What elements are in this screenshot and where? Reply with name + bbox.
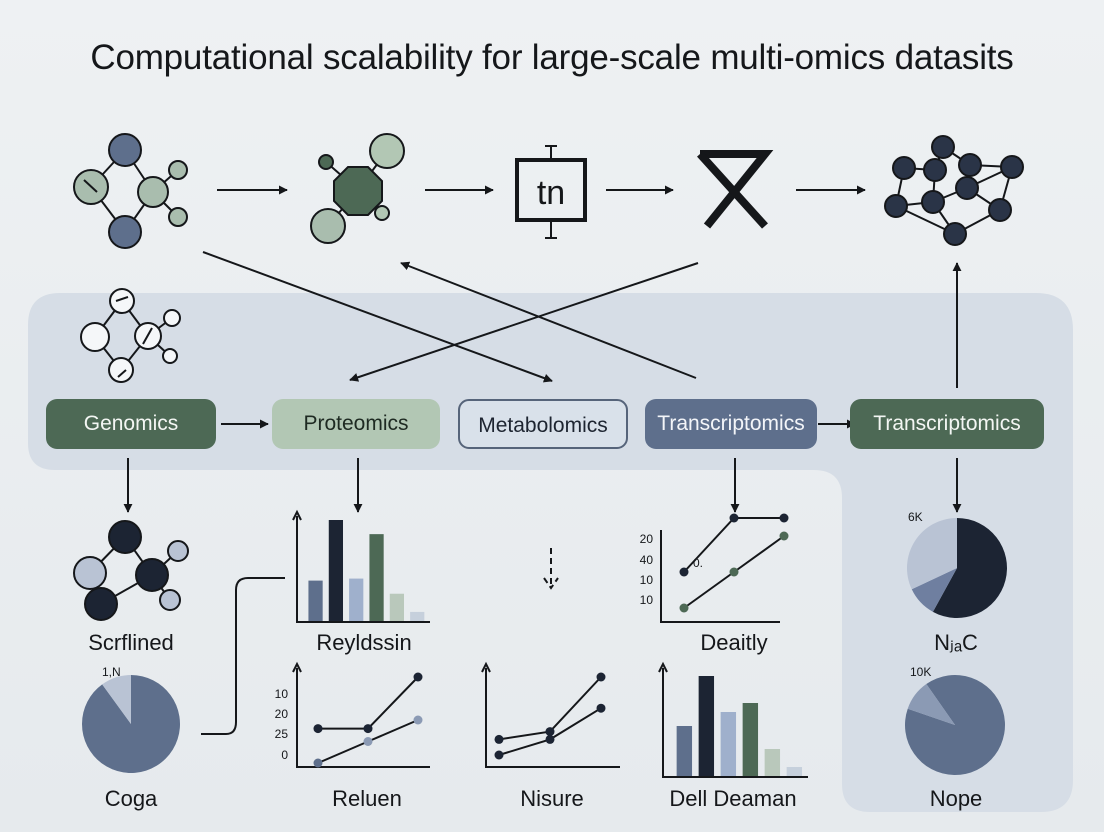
deaitly-point-2-2 xyxy=(729,567,739,577)
njsc-slice-1 xyxy=(932,518,1007,618)
dell-deaman-bar-3 xyxy=(720,712,737,776)
nope-slice-1 xyxy=(904,675,1005,775)
reyldssin-bar-2 xyxy=(328,520,344,621)
cross-icon xyxy=(697,150,774,229)
charts-layer xyxy=(81,513,1007,776)
reluen-tick-4: 0 xyxy=(281,748,288,762)
reyldssin-label: Reyldssin xyxy=(316,630,412,655)
deaitly-tick-3: 10 xyxy=(639,573,653,587)
network-icon-1 xyxy=(73,133,188,249)
deaitly-point-2-3 xyxy=(779,531,789,541)
reluen-tick-2: 20 xyxy=(274,707,288,721)
njsc-pie-label: 6K xyxy=(908,510,923,524)
nisure-point-1-2 xyxy=(545,727,555,737)
genomics-node: Genomics xyxy=(46,399,216,449)
transcriptomics-node-1: Transcriptomics xyxy=(645,399,817,449)
njsc-label: NⱼₐC xyxy=(934,630,978,655)
deaitly-tick-1: 20 xyxy=(639,532,653,546)
coga-slice-1 xyxy=(81,675,180,773)
reluen-tick-3: 25 xyxy=(274,727,288,741)
njsc-slice-2 xyxy=(911,568,957,612)
reyldssin-bar-5 xyxy=(389,593,405,621)
dell-deaman-bar-4 xyxy=(742,703,759,776)
transcriptomics-node-2: Transcriptomics xyxy=(850,399,1044,449)
deaitly-note: 0. xyxy=(693,556,704,570)
nisure-point-2-1 xyxy=(494,750,504,760)
nope-pie-label: 10K xyxy=(910,665,932,679)
deaitly-point-1-3 xyxy=(779,513,789,523)
outline-network-icon xyxy=(80,288,181,383)
reyldssin-bar-3 xyxy=(349,578,364,621)
deaitly-tick-4: 10 xyxy=(639,593,653,607)
reluen-line-1 xyxy=(318,676,419,730)
deaitly-label: Deaitly xyxy=(700,630,768,655)
deaitly-tick-2: 40 xyxy=(639,553,653,567)
deaitly-point-2-1 xyxy=(679,603,689,613)
reluen-point-1-2 xyxy=(363,724,373,734)
reluen-tick-1: 10 xyxy=(274,687,288,701)
scrflined-label: Scrflined xyxy=(88,630,174,655)
reyldssin-bar-1 xyxy=(308,580,323,621)
reyldssin-bar-6 xyxy=(410,611,425,621)
deaitly-point-1-1 xyxy=(679,567,689,577)
reluen-point-1-3 xyxy=(413,672,423,682)
network-icon-5 xyxy=(884,135,1024,246)
page-title: Computational scalability for large-scal… xyxy=(90,38,1014,77)
nope-label: Nope xyxy=(929,786,983,811)
nisure-point-1-1 xyxy=(494,734,504,744)
transform-box-label: tn xyxy=(537,174,565,212)
dell-deaman-bar-2 xyxy=(698,676,715,776)
reluen-label: Reluen xyxy=(332,786,402,811)
crossing-arrows xyxy=(202,251,962,388)
proteomics-node: Proteomics xyxy=(272,399,440,449)
nisure-label: Nisure xyxy=(520,786,584,811)
coga-pie-label: 1,N xyxy=(102,665,121,679)
deaitly-point-1-2 xyxy=(729,513,739,523)
reyldssin-bar-4 xyxy=(369,534,384,621)
reluen-point-2-3 xyxy=(413,715,423,725)
chart-axes xyxy=(292,509,808,778)
coga-label: Coga xyxy=(104,786,158,811)
dell-deaman-bar-1 xyxy=(676,726,693,776)
metabolomics-node: Metabolomics xyxy=(458,399,628,449)
dell-deaman-label: Dell Deaman xyxy=(669,786,797,811)
nisure-point-2-2 xyxy=(545,734,555,744)
reluen-point-2-1 xyxy=(313,758,323,768)
njsc-slice-3 xyxy=(906,518,957,590)
dell-deaman-bar-6 xyxy=(786,767,803,776)
octagon-network-icon xyxy=(310,133,405,244)
transform-box-icon xyxy=(515,145,587,239)
nope-slice-2 xyxy=(907,684,955,725)
pill-arrows xyxy=(123,419,962,735)
dell-deaman-bar-5 xyxy=(764,749,781,776)
reluen-point-1-1 xyxy=(313,724,323,734)
reluen-point-2-2 xyxy=(363,737,373,746)
coga-slice-2 xyxy=(102,675,131,724)
nisure-point-2-3 xyxy=(596,703,606,713)
scrflined-network-icon xyxy=(73,520,189,621)
nisure-point-1-3 xyxy=(596,672,606,682)
